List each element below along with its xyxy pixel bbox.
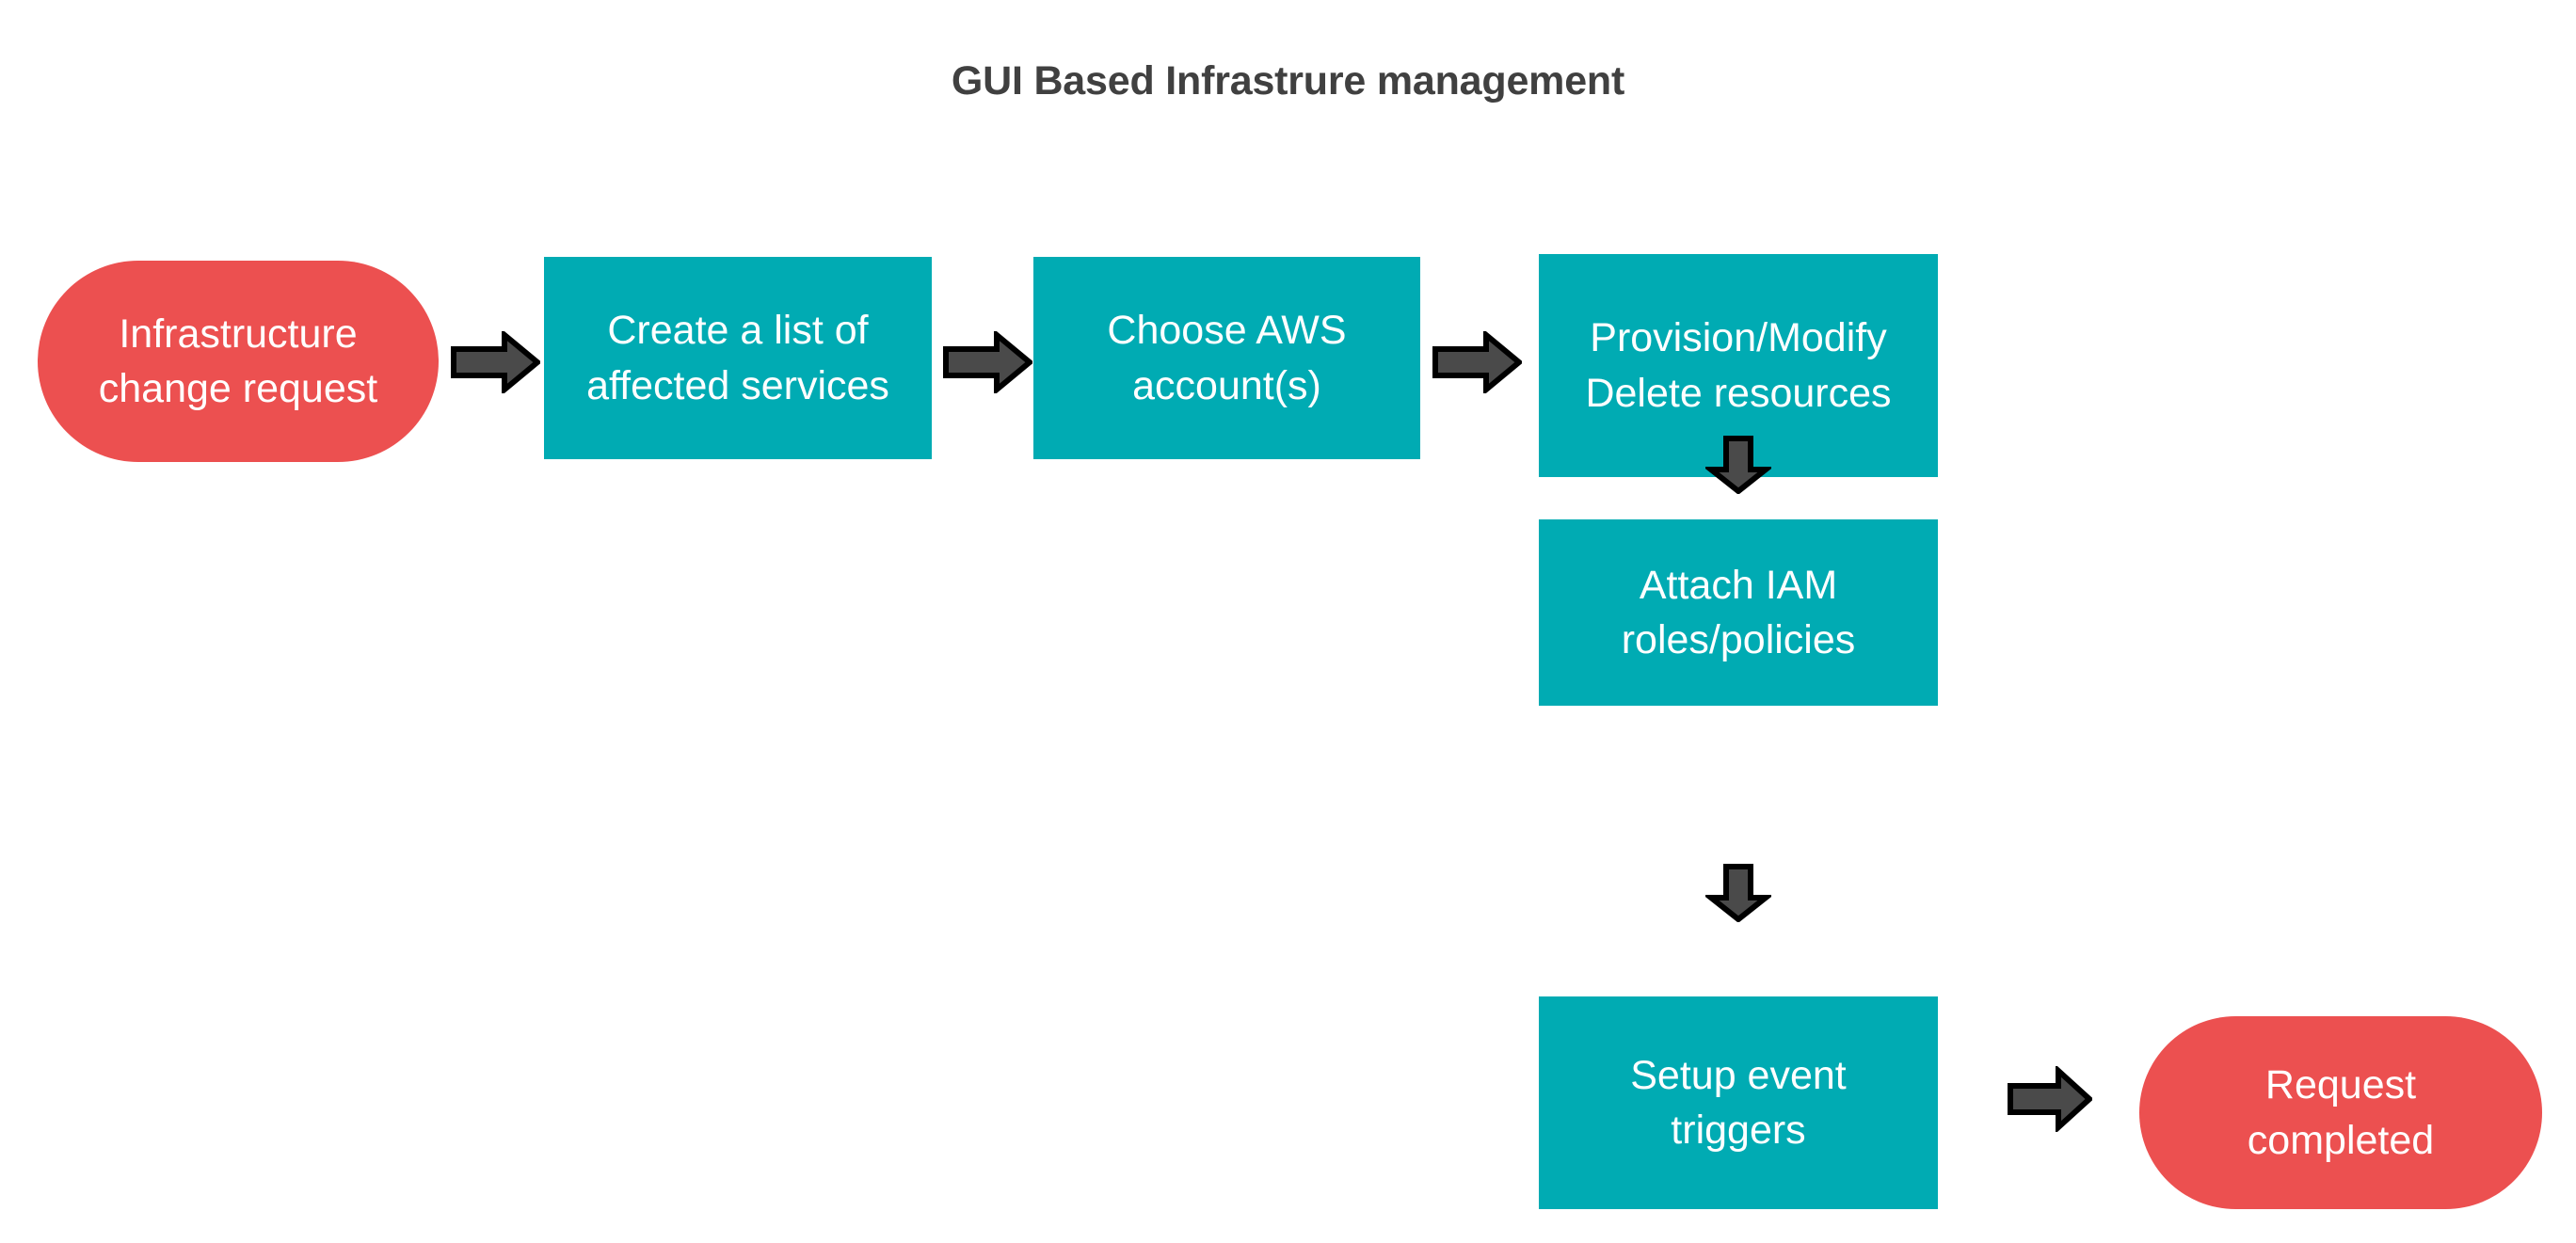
node-label-line1: Request (2264, 1062, 2417, 1108)
arrow-right-icon (2008, 1066, 2092, 1132)
arrow-right-icon (451, 331, 540, 393)
node-label-line1: Setup event (1630, 1052, 1847, 1098)
node-label-line2: roles/policies (1621, 617, 1856, 662)
node-label-line1: Infrastructure (119, 311, 358, 357)
node-label: Create a list of affected services (557, 303, 919, 412)
node-attach-iam-roles-policies[interactable]: Attach IAM roles/policies (1539, 519, 1938, 706)
node-label-line2: change request (98, 366, 378, 411)
node-label-line1: Choose AWS (1107, 308, 1347, 354)
arrow-down-icon (1705, 864, 1771, 922)
node-label-line2: completed (2247, 1117, 2435, 1163)
node-label-line2: account(s) (1132, 362, 1321, 408)
node-setup-event-triggers[interactable]: Setup event triggers (1539, 996, 1938, 1209)
node-label-line2: Delete resources (1585, 370, 1892, 416)
node-label: Setup event triggers (1552, 1048, 1925, 1157)
node-label: Attach IAM roles/policies (1552, 558, 1925, 667)
node-label-line2: affected services (586, 362, 889, 408)
node-request-completed[interactable]: Request completed (2139, 1016, 2542, 1209)
node-create-list-affected-services[interactable]: Create a list of affected services (544, 257, 932, 459)
node-label-line1: Provision/Modify (1590, 315, 1887, 361)
arrow-right-icon (1432, 331, 1522, 393)
arrow-down-icon (1705, 436, 1771, 494)
node-label-line1: Attach IAM (1639, 562, 1838, 608)
page-title: GUI Based Infrastrure management (951, 58, 1625, 104)
node-label-line1: Create a list of (607, 308, 869, 354)
arrow-right-icon (943, 331, 1032, 393)
node-label: Request completed (2152, 1058, 2529, 1167)
node-label-line2: triggers (1671, 1108, 1806, 1153)
node-label: Choose AWS account(s) (1047, 303, 1407, 412)
node-infrastructure-change-request[interactable]: Infrastructure change request (38, 261, 439, 462)
node-label: Infrastructure change request (51, 307, 425, 416)
node-choose-aws-accounts[interactable]: Choose AWS account(s) (1033, 257, 1420, 459)
